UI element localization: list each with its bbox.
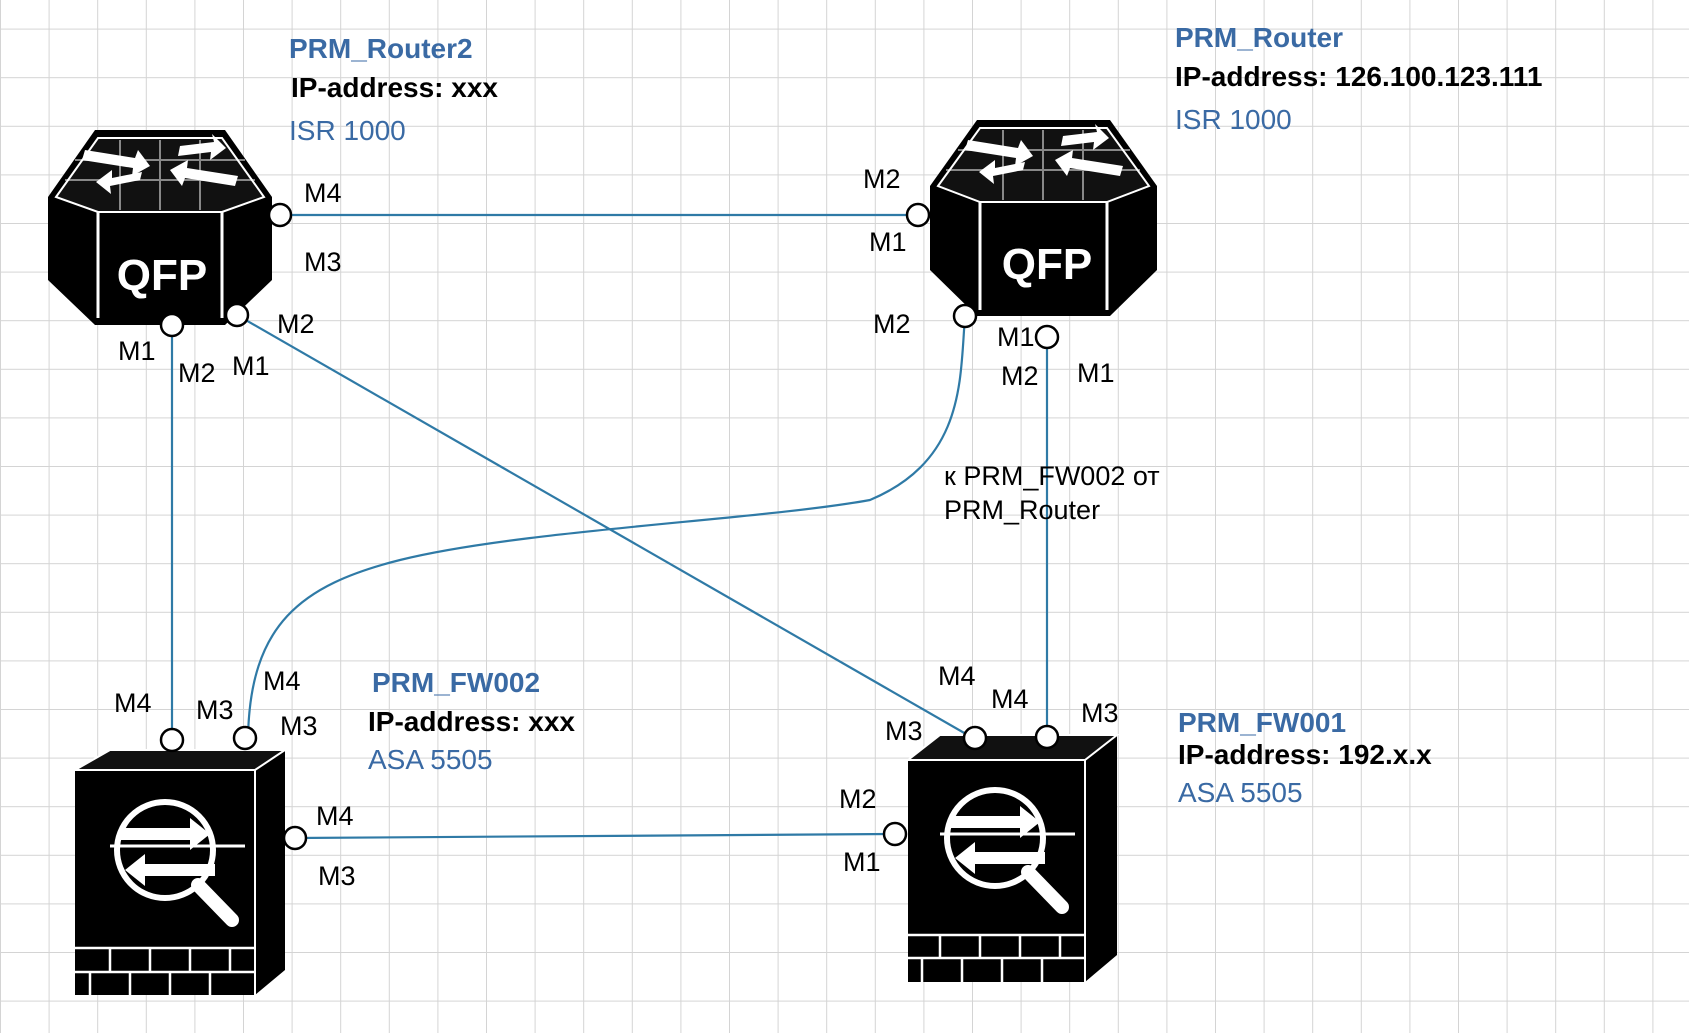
fw002-name: PRM_FW002	[372, 667, 541, 698]
port-label: M1	[232, 351, 270, 381]
router2-ip: IP-address: xxx	[291, 72, 498, 103]
fw001-icon[interactable]	[905, 734, 1120, 982]
port-router-m1-bottom[interactable]	[1034, 324, 1060, 350]
port-label: M4	[316, 801, 354, 831]
port-fw001-m1[interactable]	[882, 821, 908, 847]
port-label: M1	[1077, 358, 1115, 388]
router-badge: QFP	[1002, 240, 1092, 289]
fw002-ip: IP-address: xxx	[368, 706, 575, 737]
port-label: M2	[1001, 361, 1039, 391]
port-label: M3	[1081, 698, 1119, 728]
port-fw001-m4[interactable]	[1034, 724, 1060, 750]
link-annotation: к PRM_FW002 от PRM_Router	[944, 459, 1160, 527]
port-label: M2	[873, 309, 911, 339]
router-icon[interactable]	[930, 120, 1157, 316]
router2-name: PRM_Router2	[289, 33, 473, 64]
port-label: M3	[196, 695, 234, 725]
fw001-name: PRM_FW001	[1178, 707, 1347, 738]
port-fw002-m4[interactable]	[159, 727, 185, 753]
port-label: M3	[304, 247, 342, 277]
port-fw001-m3[interactable]	[962, 725, 988, 751]
port-fw002-m3[interactable]	[232, 725, 258, 751]
port-router2-m2[interactable]	[224, 302, 250, 328]
link-router2-fw001[interactable]	[236, 314, 974, 739]
port-label: M4	[991, 684, 1029, 714]
port-label: M2	[839, 784, 877, 814]
port-label: M3	[318, 861, 356, 891]
router-ip: IP-address: 126.100.123.111	[1175, 61, 1543, 92]
port-label: M4	[114, 688, 152, 718]
port-router2-m1[interactable]	[159, 312, 185, 338]
port-label: M1	[997, 322, 1035, 352]
router2-model: ISR 1000	[289, 115, 406, 146]
port-router2-m4[interactable]	[267, 202, 293, 228]
fw001-ip: IP-address: 192.x.x	[1178, 739, 1432, 770]
router2-icon[interactable]	[48, 130, 272, 325]
port-label: M1	[843, 847, 881, 877]
link-router-fw002[interactable]	[246, 315, 967, 739]
port-label: M4	[304, 178, 342, 208]
port-fw002-m3-side[interactable]	[282, 825, 308, 851]
port-label: M1	[118, 336, 156, 366]
port-label: M1	[869, 227, 907, 257]
link-annotation-line2: PRM_Router	[944, 495, 1101, 525]
fw002-model: ASA 5505	[368, 744, 493, 775]
port-label: M3	[885, 716, 923, 746]
link-annotation-line1: к PRM_FW002 от	[944, 461, 1160, 491]
port-router-m1[interactable]	[905, 202, 931, 228]
link-fw002-fw001[interactable]	[294, 832, 896, 840]
fw002-icon[interactable]	[71, 749, 289, 995]
port-label: M2	[863, 164, 901, 194]
fw001-model: ASA 5505	[1178, 777, 1303, 808]
router2-badge: QFP	[117, 251, 207, 300]
port-label: M4	[938, 661, 976, 691]
router-name: PRM_Router	[1175, 22, 1344, 53]
port-router-m2[interactable]	[952, 303, 978, 329]
router-model: ISR 1000	[1175, 104, 1292, 135]
port-label: M4	[263, 666, 301, 696]
port-label: M3	[280, 711, 318, 741]
port-label: M2	[277, 309, 315, 339]
port-label: M2	[178, 358, 216, 388]
